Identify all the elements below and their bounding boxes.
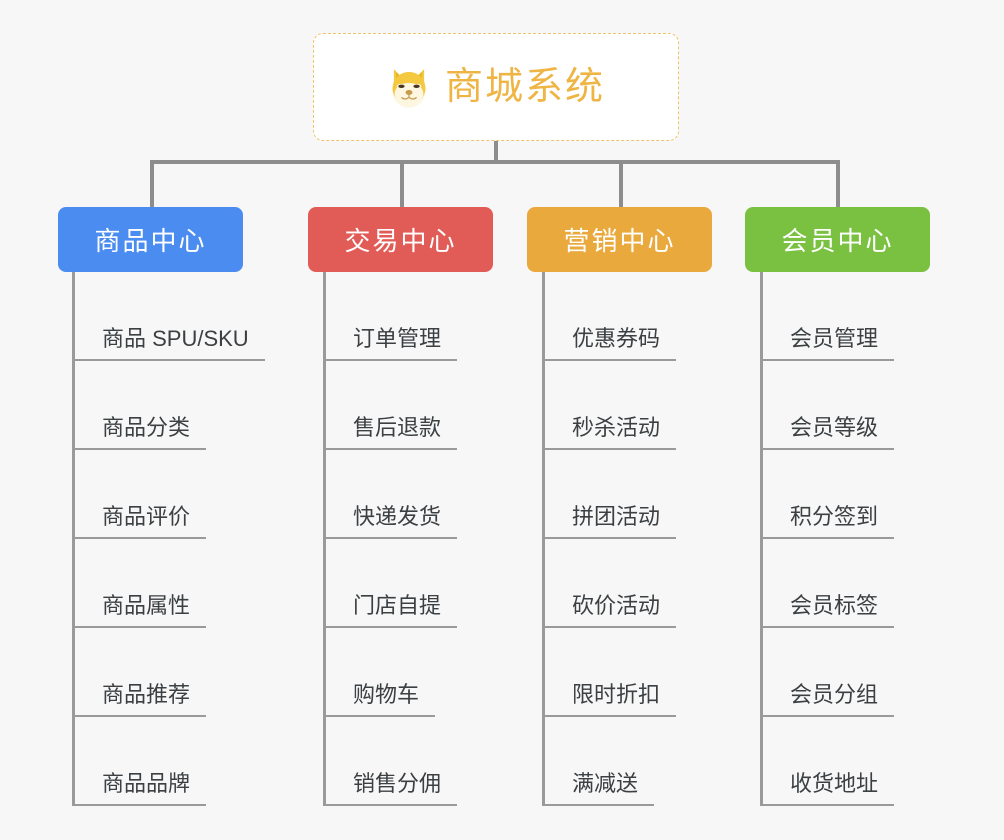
leaf-label: 销售分佣 — [353, 771, 442, 796]
leaf-item[interactable]: 优惠券码 — [542, 272, 677, 361]
leaf-label: 商品分类 — [102, 415, 191, 440]
leaf-item[interactable]: 限时折扣 — [542, 628, 677, 717]
connector-drop-3 — [619, 160, 623, 207]
leaf-label: 会员管理 — [790, 326, 879, 351]
leaf-item[interactable]: 积分签到 — [760, 450, 895, 539]
leaf-item[interactable]: 订单管理 — [323, 272, 458, 361]
leaf-label: 优惠券码 — [572, 326, 661, 351]
leaf-label: 门店自提 — [353, 593, 442, 618]
leaf-label: 拼团活动 — [572, 504, 661, 529]
leaf-item[interactable]: 会员等级 — [760, 361, 895, 450]
shiba-dog-face-icon — [392, 69, 426, 108]
leaf-label: 会员等级 — [790, 415, 879, 440]
category-label-member-center: 会员中心 — [781, 226, 894, 256]
leaf-item[interactable]: 砍价活动 — [542, 539, 677, 628]
leaf-label: 售后退款 — [353, 415, 442, 440]
category-label-product-center: 商品中心 — [94, 226, 207, 256]
leaf-label: 快递发货 — [353, 504, 442, 529]
root-node[interactable]: 商城系统 — [313, 33, 679, 141]
connector-root-stem — [494, 141, 498, 164]
leaf-item[interactable]: 快递发货 — [323, 450, 458, 539]
leaf-label: 会员分组 — [790, 682, 879, 707]
category-box-product-center[interactable]: 商品中心 — [58, 207, 243, 272]
leaf-item[interactable]: 门店自提 — [323, 539, 458, 628]
category-box-trade-center[interactable]: 交易中心 — [308, 207, 493, 272]
root-title: 商城系统 — [444, 66, 605, 108]
leaf-item[interactable]: 商品评价 — [72, 450, 207, 539]
connector-bus — [150, 160, 840, 164]
leaf-label: 购物车 — [353, 682, 420, 707]
leaf-item[interactable]: 满减送 — [542, 717, 655, 806]
leaf-item[interactable]: 购物车 — [323, 628, 436, 717]
branch-stem-marketing-center — [542, 272, 545, 806]
leaf-item[interactable]: 商品 SPU/SKU — [72, 272, 265, 361]
leaf-item[interactable]: 收货地址 — [760, 717, 895, 806]
connector-drop-2 — [400, 160, 404, 207]
category-label-marketing-center: 营销中心 — [563, 226, 676, 256]
branch-stem-product-center — [72, 272, 75, 806]
leaf-item[interactable]: 商品属性 — [72, 539, 207, 628]
leaf-label: 积分签到 — [790, 504, 879, 529]
leaf-item[interactable]: 商品推荐 — [72, 628, 207, 717]
leaf-item[interactable]: 会员标签 — [760, 539, 895, 628]
branch-stem-trade-center — [323, 272, 326, 806]
leaf-label: 会员标签 — [790, 593, 879, 618]
leaf-label: 商品 SPU/SKU — [102, 326, 249, 351]
leaf-label: 商品属性 — [102, 593, 191, 618]
category-box-member-center[interactable]: 会员中心 — [745, 207, 930, 272]
connector-drop-4 — [836, 160, 840, 207]
branch-stem-member-center — [760, 272, 763, 806]
leaf-item[interactable]: 商品品牌 — [72, 717, 207, 806]
leaf-item[interactable]: 拼团活动 — [542, 450, 677, 539]
category-box-marketing-center[interactable]: 营销中心 — [527, 207, 712, 272]
leaf-label: 收货地址 — [790, 771, 879, 796]
leaf-label: 订单管理 — [353, 326, 442, 351]
leaf-label: 秒杀活动 — [572, 415, 661, 440]
leaf-item[interactable]: 会员管理 — [760, 272, 895, 361]
leaf-label: 砍价活动 — [572, 593, 661, 618]
leaf-label: 满减送 — [572, 771, 639, 796]
leaf-label: 商品评价 — [102, 504, 191, 529]
leaf-item[interactable]: 会员分组 — [760, 628, 895, 717]
leaf-item[interactable]: 销售分佣 — [323, 717, 458, 806]
leaf-item[interactable]: 商品分类 — [72, 361, 207, 450]
leaf-item[interactable]: 秒杀活动 — [542, 361, 677, 450]
category-label-trade-center: 交易中心 — [344, 226, 457, 256]
leaf-label: 商品推荐 — [102, 682, 191, 707]
leaf-label: 限时折扣 — [572, 682, 661, 707]
connector-drop-1 — [150, 160, 154, 207]
leaf-item[interactable]: 售后退款 — [323, 361, 458, 450]
leaf-label: 商品品牌 — [102, 771, 191, 796]
